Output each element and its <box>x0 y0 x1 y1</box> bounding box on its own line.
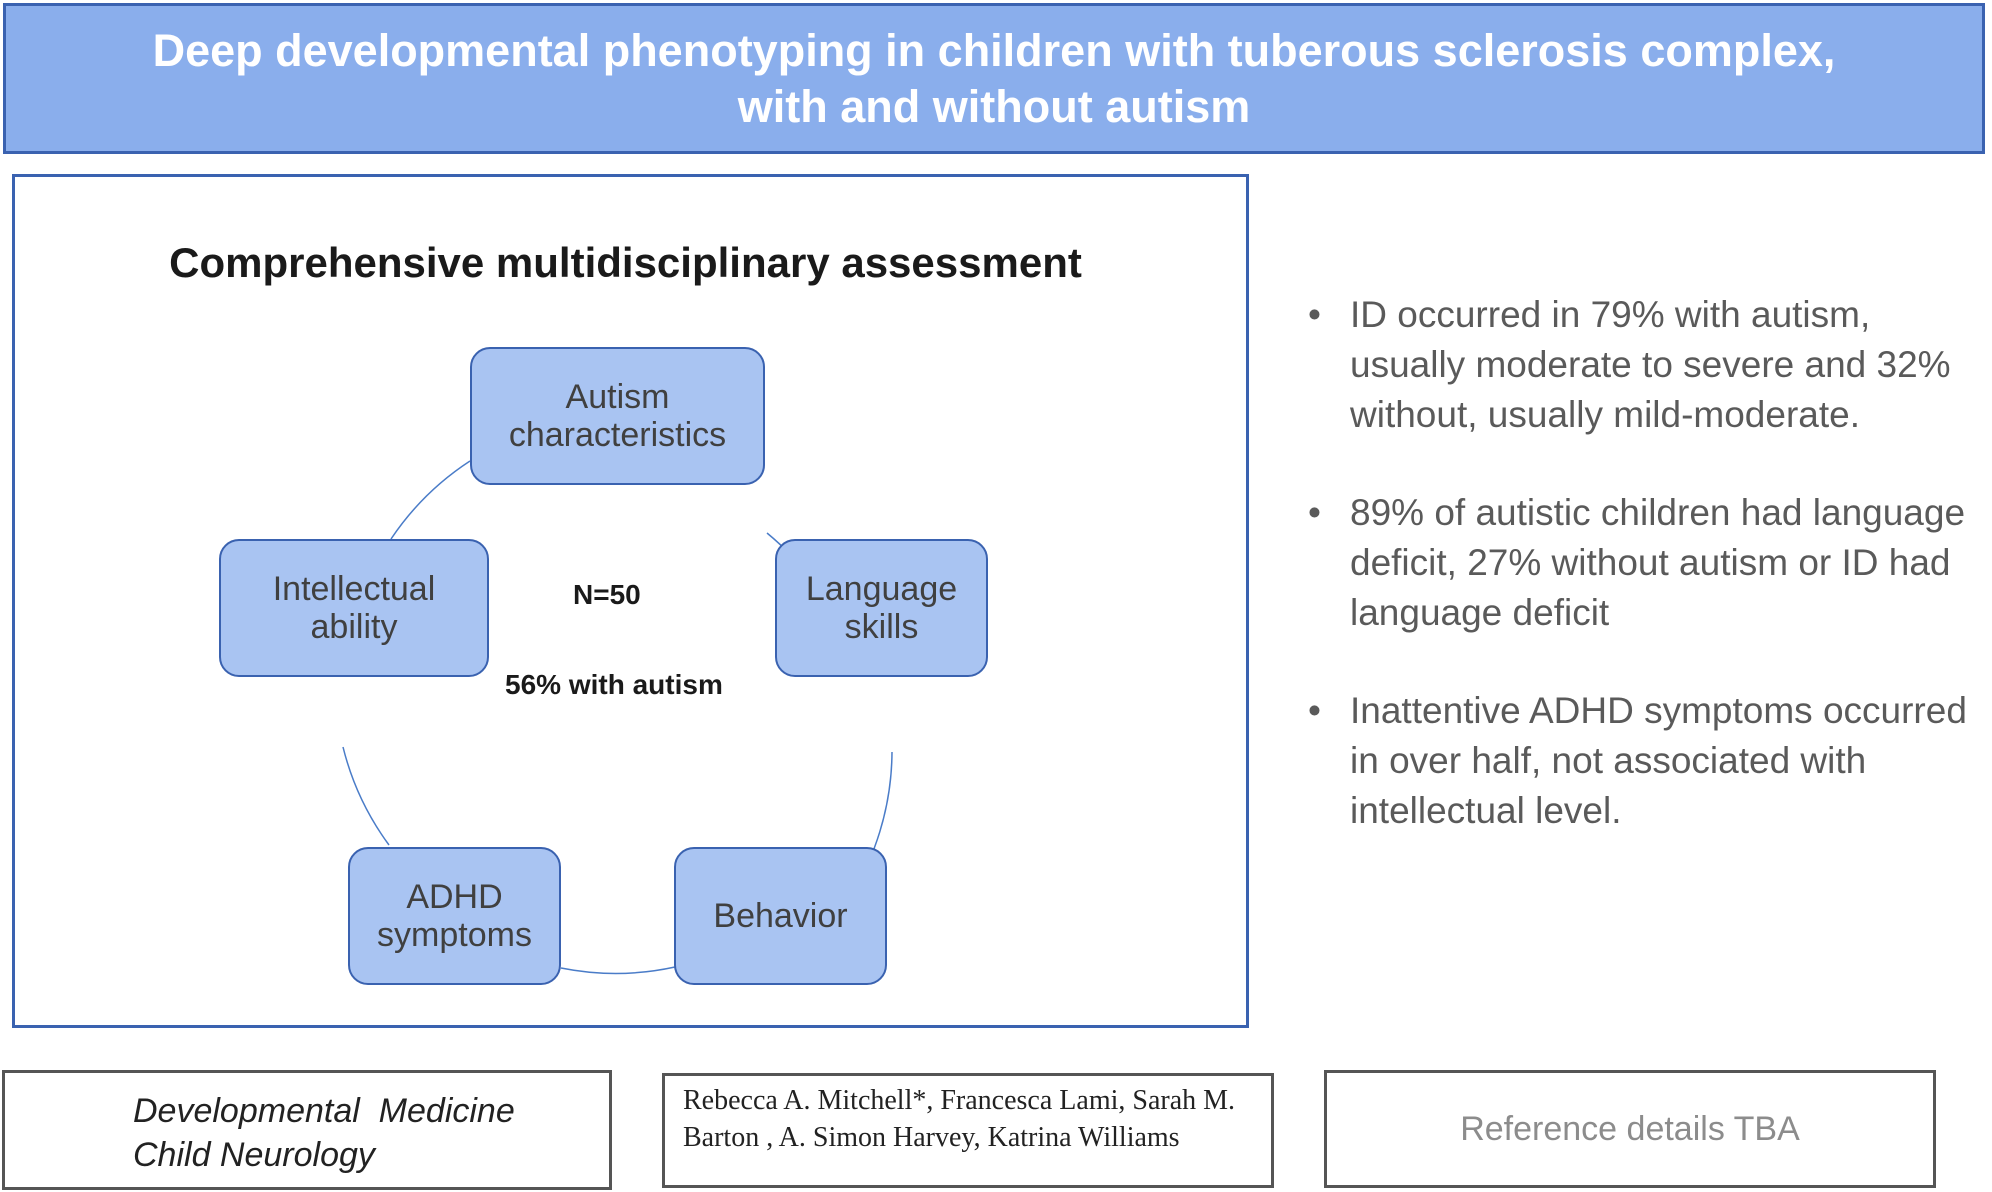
author-list: Rebecca A. Mitchell*, Francesca Lami, Sa… <box>683 1085 1236 1153</box>
assessment-heading: Comprehensive multidisciplinary assessme… <box>169 239 1082 286</box>
finding-item: •Inattentive ADHD symptoms occurred in o… <box>1300 686 1970 836</box>
journal-name-line-1: Developmental Medicine <box>133 1092 515 1130</box>
authors-box: Rebecca A. Mitchell*, Francesca Lami, Sa… <box>662 1073 1274 1188</box>
journal-box: Developmental Medicine Child Neurology <box>2 1070 612 1190</box>
assessment-panel: Comprehensive multidisciplinary assessme… <box>12 174 1249 1028</box>
journal-name-line-2: Child Neurology <box>133 1136 375 1174</box>
sample-size-label: N=50 <box>573 579 641 610</box>
reference-text: Reference details TBA <box>1460 1109 1800 1148</box>
bullet-icon: • <box>1308 294 1321 335</box>
title-banner: Deep developmental phenotyping in childr… <box>3 3 1985 154</box>
bullet-icon: • <box>1308 690 1321 731</box>
reference-box: Reference details TBA <box>1324 1070 1936 1188</box>
findings-list: •ID occurred in 79% with autism, usually… <box>1300 290 1970 884</box>
autism-percentage-label: 56% with autism <box>505 669 723 700</box>
finding-item: •ID occurred in 79% with autism, usually… <box>1300 290 1970 440</box>
connector-behavior-adhd <box>560 966 676 975</box>
node-behavior: Behavior <box>674 847 887 985</box>
title-line-1: Deep developmental phenotyping in childr… <box>152 24 1836 76</box>
connector-intellectual-autism <box>390 460 471 540</box>
title-line-2: with and without autism <box>737 80 1251 132</box>
connector-adhd-intellectual <box>342 746 390 846</box>
finding-item: •89% of autistic children had language d… <box>1300 488 1970 638</box>
bullet-icon: • <box>1308 492 1321 533</box>
